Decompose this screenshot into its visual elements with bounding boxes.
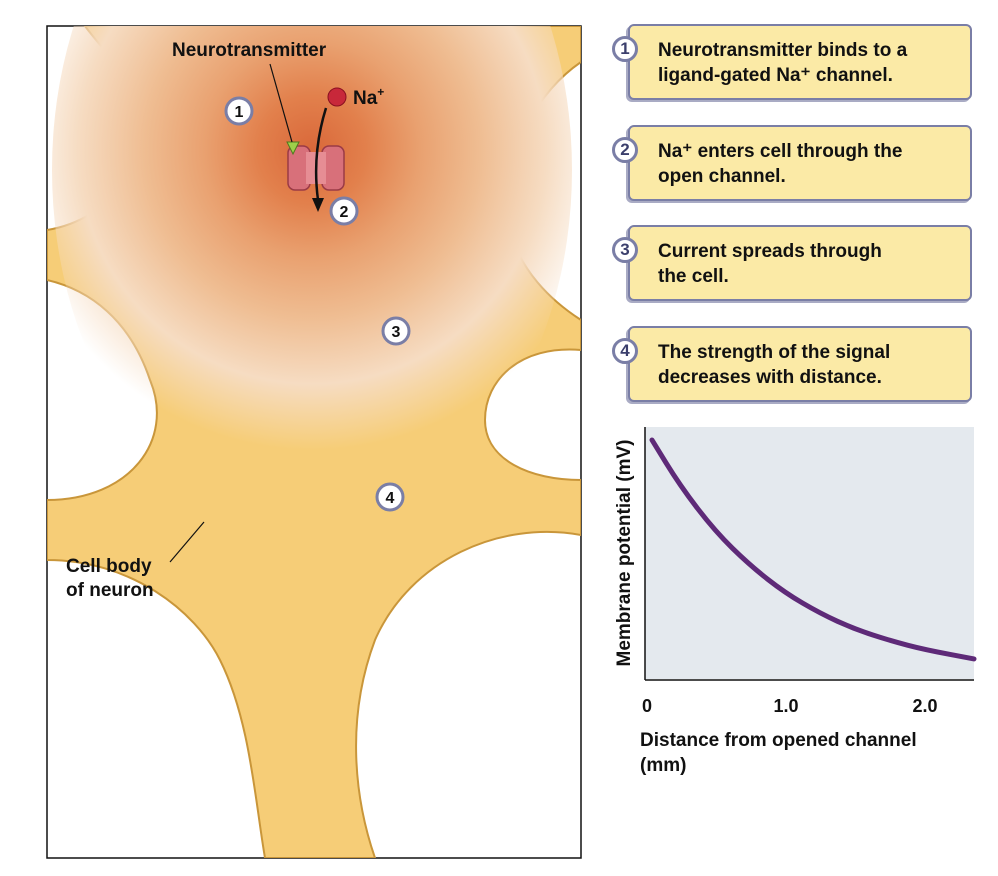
step-text-3: Current spreads through the cell. (658, 239, 962, 289)
x-axis-label-line1: Distance from opened channel (640, 730, 917, 751)
step-box-4: 4 The strength of the signal decreases w… (612, 326, 972, 402)
step-number-2: 2 (612, 137, 638, 163)
step-4-line2: decreases with distance. (658, 367, 882, 388)
step-3-line1: Current spreads through (658, 241, 882, 262)
step-number-3: 3 (612, 237, 638, 263)
step-box-2: 2 Na⁺ enters cell through the open chann… (612, 125, 972, 201)
step-2-line2: open channel. (658, 166, 786, 187)
step-1-line1: Neurotransmitter binds to a (658, 40, 908, 61)
svg-text:4: 4 (386, 490, 395, 507)
ion-entry-arrowhead (312, 198, 324, 212)
signal-spread-gradient (52, 26, 572, 530)
step-3-line2: the cell. (658, 266, 729, 287)
neurotransmitter-label: Neurotransmitter (172, 40, 327, 61)
sodium-label: Na+ (353, 85, 384, 109)
step-4-line1: The strength of the signal (658, 342, 891, 363)
svg-text:3: 3 (392, 324, 401, 341)
y-axis-label: Membrane potential (mV) (614, 440, 635, 667)
step-number-4: 4 (612, 338, 638, 364)
cell-body-pointer (169, 521, 205, 563)
x-tick-1: 1.0 (773, 696, 798, 716)
step-box-1: 1 Neurotransmitter binds to a ligand-gat… (612, 24, 972, 100)
step-text-2: Na⁺ enters cell through the open channel… (658, 139, 962, 189)
x-tick-2: 2.0 (912, 696, 937, 716)
neurotransmitter-pointer (269, 63, 293, 143)
svg-text:1: 1 (235, 104, 244, 121)
step-text-4: The strength of the signal decreases wit… (658, 340, 962, 390)
cell-body-label-line2: of neuron (66, 580, 154, 601)
membrane-potential-chart: 0 1.0 2.0 Distance from opened channel (… (614, 427, 977, 776)
step-number-1: 1 (612, 36, 638, 62)
svg-text:2: 2 (340, 204, 349, 221)
marker-2: 2 (329, 196, 359, 226)
marker-4: 4 (375, 482, 405, 512)
marker-1: 1 (224, 96, 254, 126)
sodium-ion (327, 87, 347, 107)
ion-entry-arrow (314, 107, 328, 201)
step-box-3: 3 Current spreads through the cell. (612, 225, 972, 301)
step-1-line2: ligand-gated Na⁺ channel. (658, 65, 893, 86)
x-axis-label-line2: (mm) (640, 755, 686, 776)
signal-decay-curve (649, 437, 977, 662)
step-2-line1: Na⁺ enters cell through the (658, 141, 903, 162)
x-tick-0: 0 (642, 696, 652, 716)
neurotransmitter-molecule (286, 141, 300, 156)
plot-area (645, 427, 974, 679)
step-text-1: Neurotransmitter binds to a ligand-gated… (658, 38, 962, 88)
marker-3: 3 (381, 316, 411, 346)
cell-body-label-line1: Cell body (66, 556, 152, 577)
